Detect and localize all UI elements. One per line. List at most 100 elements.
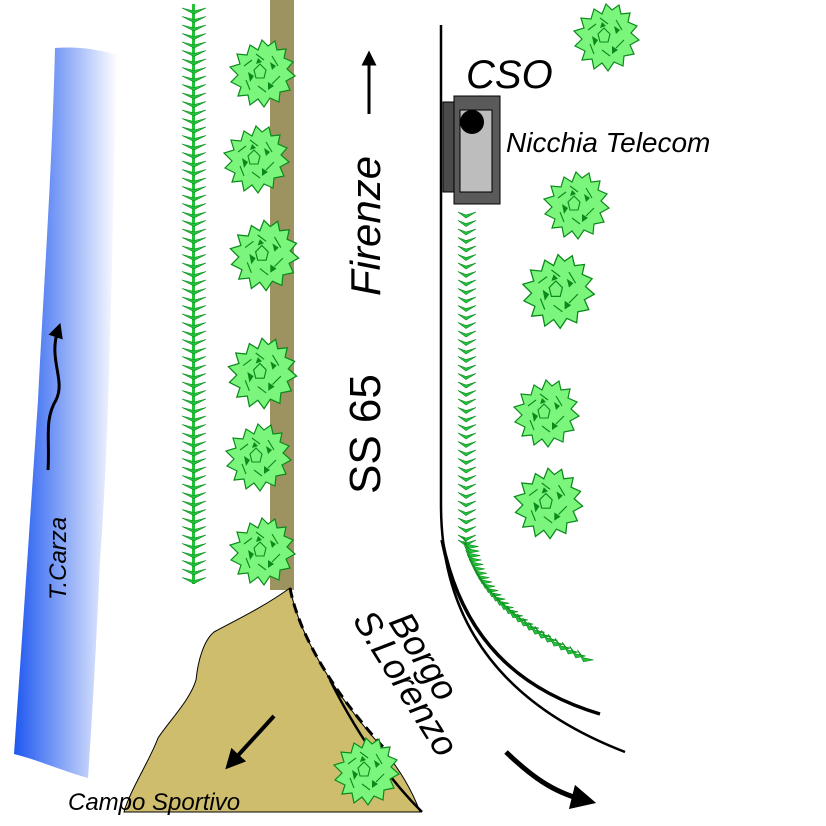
grass-tuft xyxy=(569,645,586,659)
road-inner-curve xyxy=(440,539,601,716)
grass-tuft xyxy=(528,621,545,635)
grass-tuft xyxy=(181,262,207,270)
grass-tuft xyxy=(457,492,477,499)
cso-label: CSO xyxy=(466,53,553,97)
grass-tuft xyxy=(181,492,207,499)
grass-tuft xyxy=(181,339,207,346)
grass-tuft xyxy=(181,415,207,423)
grass-tuft xyxy=(181,475,207,482)
grass-tuft xyxy=(181,220,207,227)
grass-tuft xyxy=(457,220,477,227)
grass-tuft xyxy=(181,16,207,23)
grass-tuft xyxy=(457,398,477,406)
grass-tuft xyxy=(181,568,207,576)
grass-tuft xyxy=(457,262,477,270)
grass-tuft xyxy=(181,373,207,380)
grass-tuft xyxy=(181,296,207,304)
river xyxy=(14,47,118,778)
grass-tuft xyxy=(181,211,207,219)
grass-tuft xyxy=(181,135,207,142)
grass-tuft xyxy=(457,254,477,261)
tree-icon xyxy=(573,3,640,72)
grass-tuft xyxy=(181,517,207,525)
grass-tuft xyxy=(457,483,477,491)
tree-icon xyxy=(522,253,595,329)
grass-tuft xyxy=(457,407,477,414)
grass-tuft xyxy=(457,211,477,219)
grass-tuft xyxy=(181,322,207,329)
grass-tuft xyxy=(181,305,207,312)
grass-tuft xyxy=(561,641,579,655)
grass-tuft xyxy=(181,543,207,550)
grass-tuft xyxy=(181,50,207,57)
grass-tuft xyxy=(181,7,207,15)
grass-tuft xyxy=(181,271,207,278)
grass-tuft xyxy=(181,577,207,584)
grass-tuft xyxy=(457,526,477,533)
grass-tuft xyxy=(181,84,207,91)
river-label: T.Carza xyxy=(45,517,72,600)
grass-tuft xyxy=(181,33,207,40)
grass-tuft xyxy=(181,194,207,202)
grass-tuft xyxy=(181,432,207,440)
grass-tuft xyxy=(181,245,207,253)
grass-tuft xyxy=(181,288,207,295)
road-label: SS 65 xyxy=(341,374,390,494)
grass-tuft xyxy=(181,534,207,542)
grass-tuft xyxy=(181,466,207,474)
grass-tuft xyxy=(181,356,207,363)
grass-tuft xyxy=(457,373,477,380)
tree-icon xyxy=(513,379,580,448)
grass-tuft xyxy=(457,313,477,321)
grass-tuft xyxy=(577,649,594,663)
road-edge-right xyxy=(439,25,626,754)
grass-tuft xyxy=(534,625,551,639)
grass-tuft xyxy=(181,483,207,491)
grass-tuft xyxy=(457,458,477,465)
grass-tuft xyxy=(181,58,207,66)
grass-tuft xyxy=(181,500,207,508)
grass-tuft xyxy=(457,390,477,397)
grass-tuft xyxy=(457,347,477,355)
grass-tuft xyxy=(181,330,207,338)
grass-tuft xyxy=(181,390,207,397)
river-arrow-icon xyxy=(46,322,63,471)
grass-tuft xyxy=(457,441,477,448)
grass-tuft xyxy=(181,526,207,533)
grass-tuft xyxy=(181,364,207,372)
grass-tuft xyxy=(181,24,207,32)
grass-tuft xyxy=(457,245,477,253)
grass-tuft xyxy=(457,449,477,457)
field-boundary-dashed xyxy=(288,587,386,750)
grass-tuft xyxy=(541,629,558,643)
grass-tuft xyxy=(517,613,534,627)
grass-tuft xyxy=(181,41,207,49)
sports-field-label: Campo Sportivo xyxy=(68,789,240,816)
grass-tuft xyxy=(181,398,207,406)
grass-tuft xyxy=(181,551,207,559)
grass-tuft xyxy=(457,509,477,516)
grass-tuft xyxy=(181,67,207,74)
grass-tuft xyxy=(522,617,539,631)
arrow-down-left-icon xyxy=(225,714,276,770)
grass-tuft xyxy=(181,177,207,185)
niche-label: Nicchia Telecom xyxy=(506,127,710,158)
grass-tuft xyxy=(457,271,477,278)
grass-tuft xyxy=(181,228,207,236)
grass-tuft xyxy=(181,407,207,414)
grass-tuft xyxy=(181,186,207,193)
grass-tuft xyxy=(181,118,207,125)
grass-tuft xyxy=(181,254,207,261)
telecom-niche xyxy=(442,95,501,205)
grass-tuft xyxy=(181,449,207,457)
grass-tuft xyxy=(181,143,207,151)
grass-tuft xyxy=(457,356,477,363)
grass-tuft xyxy=(457,424,477,431)
grass-tuft xyxy=(457,500,477,508)
grass-tuft xyxy=(457,305,477,312)
grass-tuft xyxy=(457,364,477,372)
grass-tuft xyxy=(181,509,207,516)
grass-tuft xyxy=(181,126,207,134)
